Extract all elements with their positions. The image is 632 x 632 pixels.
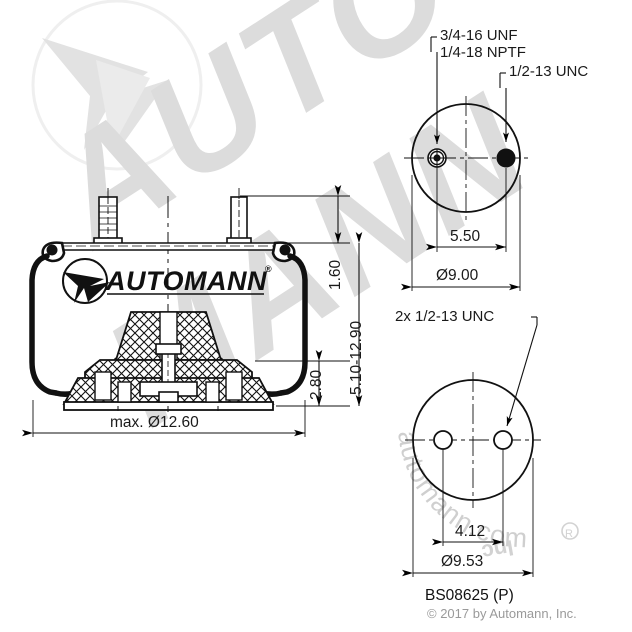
piston-assembly	[62, 311, 275, 412]
dim-9-53-label: Ø9.53	[441, 553, 484, 570]
mount-hole-right	[493, 430, 513, 450]
automann-logo: AUTOMANN ®	[62, 258, 272, 304]
stud-hole-top	[496, 148, 516, 168]
svg-text:R: R	[565, 528, 573, 540]
dim-12-60-label: max. Ø12.60	[110, 414, 199, 431]
top-stud-right	[226, 188, 252, 248]
leader-unc-bottom	[506, 324, 538, 427]
callout-unc-top-label: 1/2-13 UNC	[509, 63, 589, 80]
watermark-url: automann.com Inc R	[392, 429, 579, 565]
callout-unf-label: 3/4-16 UNF	[440, 27, 518, 44]
watermark-logo-large	[31, 0, 203, 171]
dim-5-50-label: 5.50	[450, 228, 481, 245]
dim-2-80-label: 2.80	[308, 369, 325, 400]
svg-text:AUTOMANN: AUTOMANN	[105, 266, 267, 296]
dim-overall-height-label: 5.10-12.90	[348, 320, 365, 395]
svg-text:®: ®	[265, 264, 272, 274]
callout-unc-bottom-label: 2x 1/2-13 UNC	[395, 308, 495, 325]
air-spring-section-view: AUTOMANN ®	[22, 185, 363, 437]
bottom-plate-view	[402, 316, 541, 577]
dim-4-12-label: 4.12	[455, 523, 486, 540]
mount-hole-left	[433, 430, 453, 450]
dim-1-60-label: 1.60	[327, 259, 344, 290]
copyright-label: © 2017 by Automann, Inc.	[427, 606, 577, 621]
air-port-fitting	[427, 148, 447, 168]
top-plate-view	[401, 36, 528, 291]
dim-9-00-label: Ø9.00	[436, 267, 479, 284]
callout-nptf-label: 1/4-18 NPTF	[440, 44, 526, 61]
part-number-label: BS08625 (P)	[425, 587, 514, 604]
